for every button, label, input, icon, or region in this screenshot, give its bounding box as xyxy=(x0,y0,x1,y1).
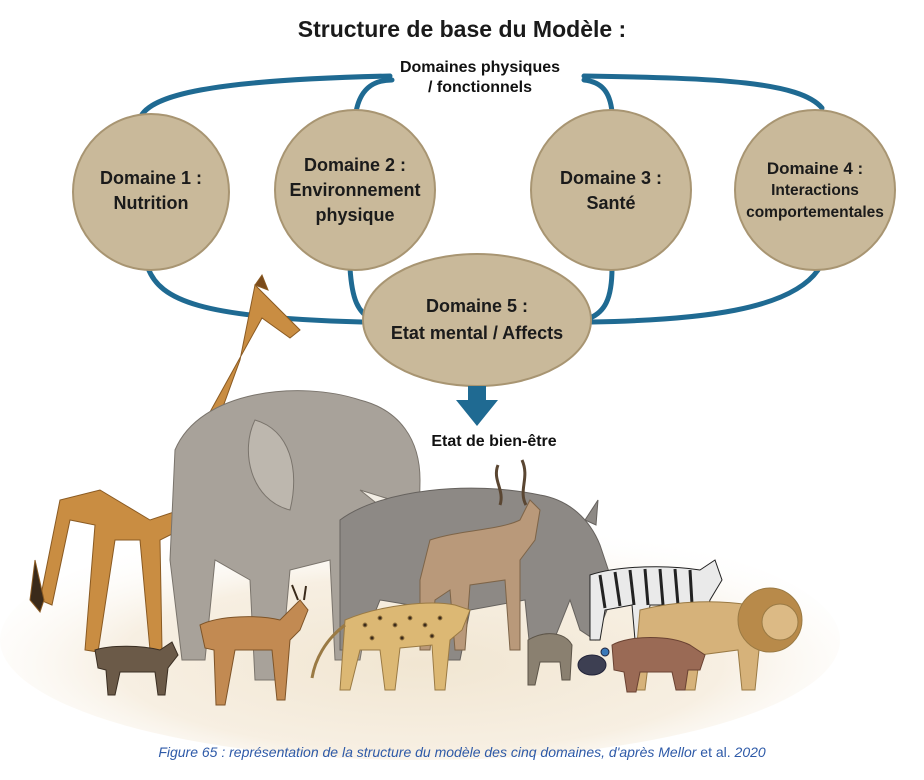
domain-2-node: Domaine 2 : Environnement physique xyxy=(270,113,440,268)
baboon-figure xyxy=(527,633,573,686)
domain-4-node: Domaine 4 : Interactions comportementale… xyxy=(730,113,900,268)
caption-year: 2020 xyxy=(734,744,766,760)
domain-3-node: Domaine 3 : Santé xyxy=(526,113,696,268)
connector-lines xyxy=(137,73,825,325)
domain-4-circle xyxy=(734,109,896,271)
domain-3-circle xyxy=(530,109,692,271)
connector-bottom-right xyxy=(589,267,821,325)
domain-circles xyxy=(72,109,896,387)
physical-domains-label-line1: Domaines physiques xyxy=(399,59,561,76)
domain-4-text-line2: comportementales xyxy=(746,204,884,221)
caption-et-al: et al. xyxy=(696,744,735,760)
impala-figure xyxy=(199,584,309,706)
domain-5-title: Domaine 5 : xyxy=(425,295,529,316)
wellbeing-label: Etat de bien-être xyxy=(431,433,557,450)
domain-2-circle xyxy=(274,109,436,271)
domain-2-text-line1: Environnement xyxy=(289,180,421,200)
figure-caption: Figure 65 : représentation de la structu… xyxy=(0,744,924,760)
connector-top-right xyxy=(581,73,825,111)
physical-domains-label: Domaines physiques / fonctionnels xyxy=(380,58,580,98)
connector-top-left xyxy=(137,73,393,121)
wildlife-illustration xyxy=(0,273,840,760)
domain-4-title: Domaine 4 : xyxy=(766,159,864,178)
domain-1-title: Domaine 1 : xyxy=(99,167,203,188)
kudu-figure xyxy=(419,459,541,651)
domain-1-text: Nutrition xyxy=(113,192,189,213)
connector-top-left-inner xyxy=(353,77,395,115)
down-arrow-icon xyxy=(456,386,498,426)
domain-2-text-line2: physique xyxy=(315,205,395,225)
page-title: Structure de base du Modèle : xyxy=(297,16,627,42)
caption-main: Figure 65 : représentation de la structu… xyxy=(158,744,697,760)
domain-1-node: Domaine 1 : Nutrition xyxy=(66,113,236,268)
guinea-fowl-figure xyxy=(577,647,610,676)
connector-bottom-right-inner xyxy=(587,265,615,321)
lion-figure xyxy=(632,587,803,691)
domain-2-title: Domaine 2 : xyxy=(303,155,407,175)
connector-bottom-left xyxy=(145,265,365,325)
physical-domains-label-line2: / fonctionnels xyxy=(428,79,532,96)
warthog-figure xyxy=(611,637,706,693)
domain-3-title: Domaine 3 : xyxy=(559,167,663,188)
domain-5-node: Domaine 5 : Etat mental / Affects xyxy=(362,252,592,387)
domain-5-text: Etat mental / Affects xyxy=(390,322,564,343)
domain-4-text-line1: Interactions xyxy=(771,182,859,199)
wild-dog-figure xyxy=(94,641,179,696)
domain-3-text: Santé xyxy=(586,192,636,213)
domain-1-circle xyxy=(72,113,230,271)
connector-top-right-inner xyxy=(581,77,615,115)
cheetah-figure xyxy=(310,602,471,691)
